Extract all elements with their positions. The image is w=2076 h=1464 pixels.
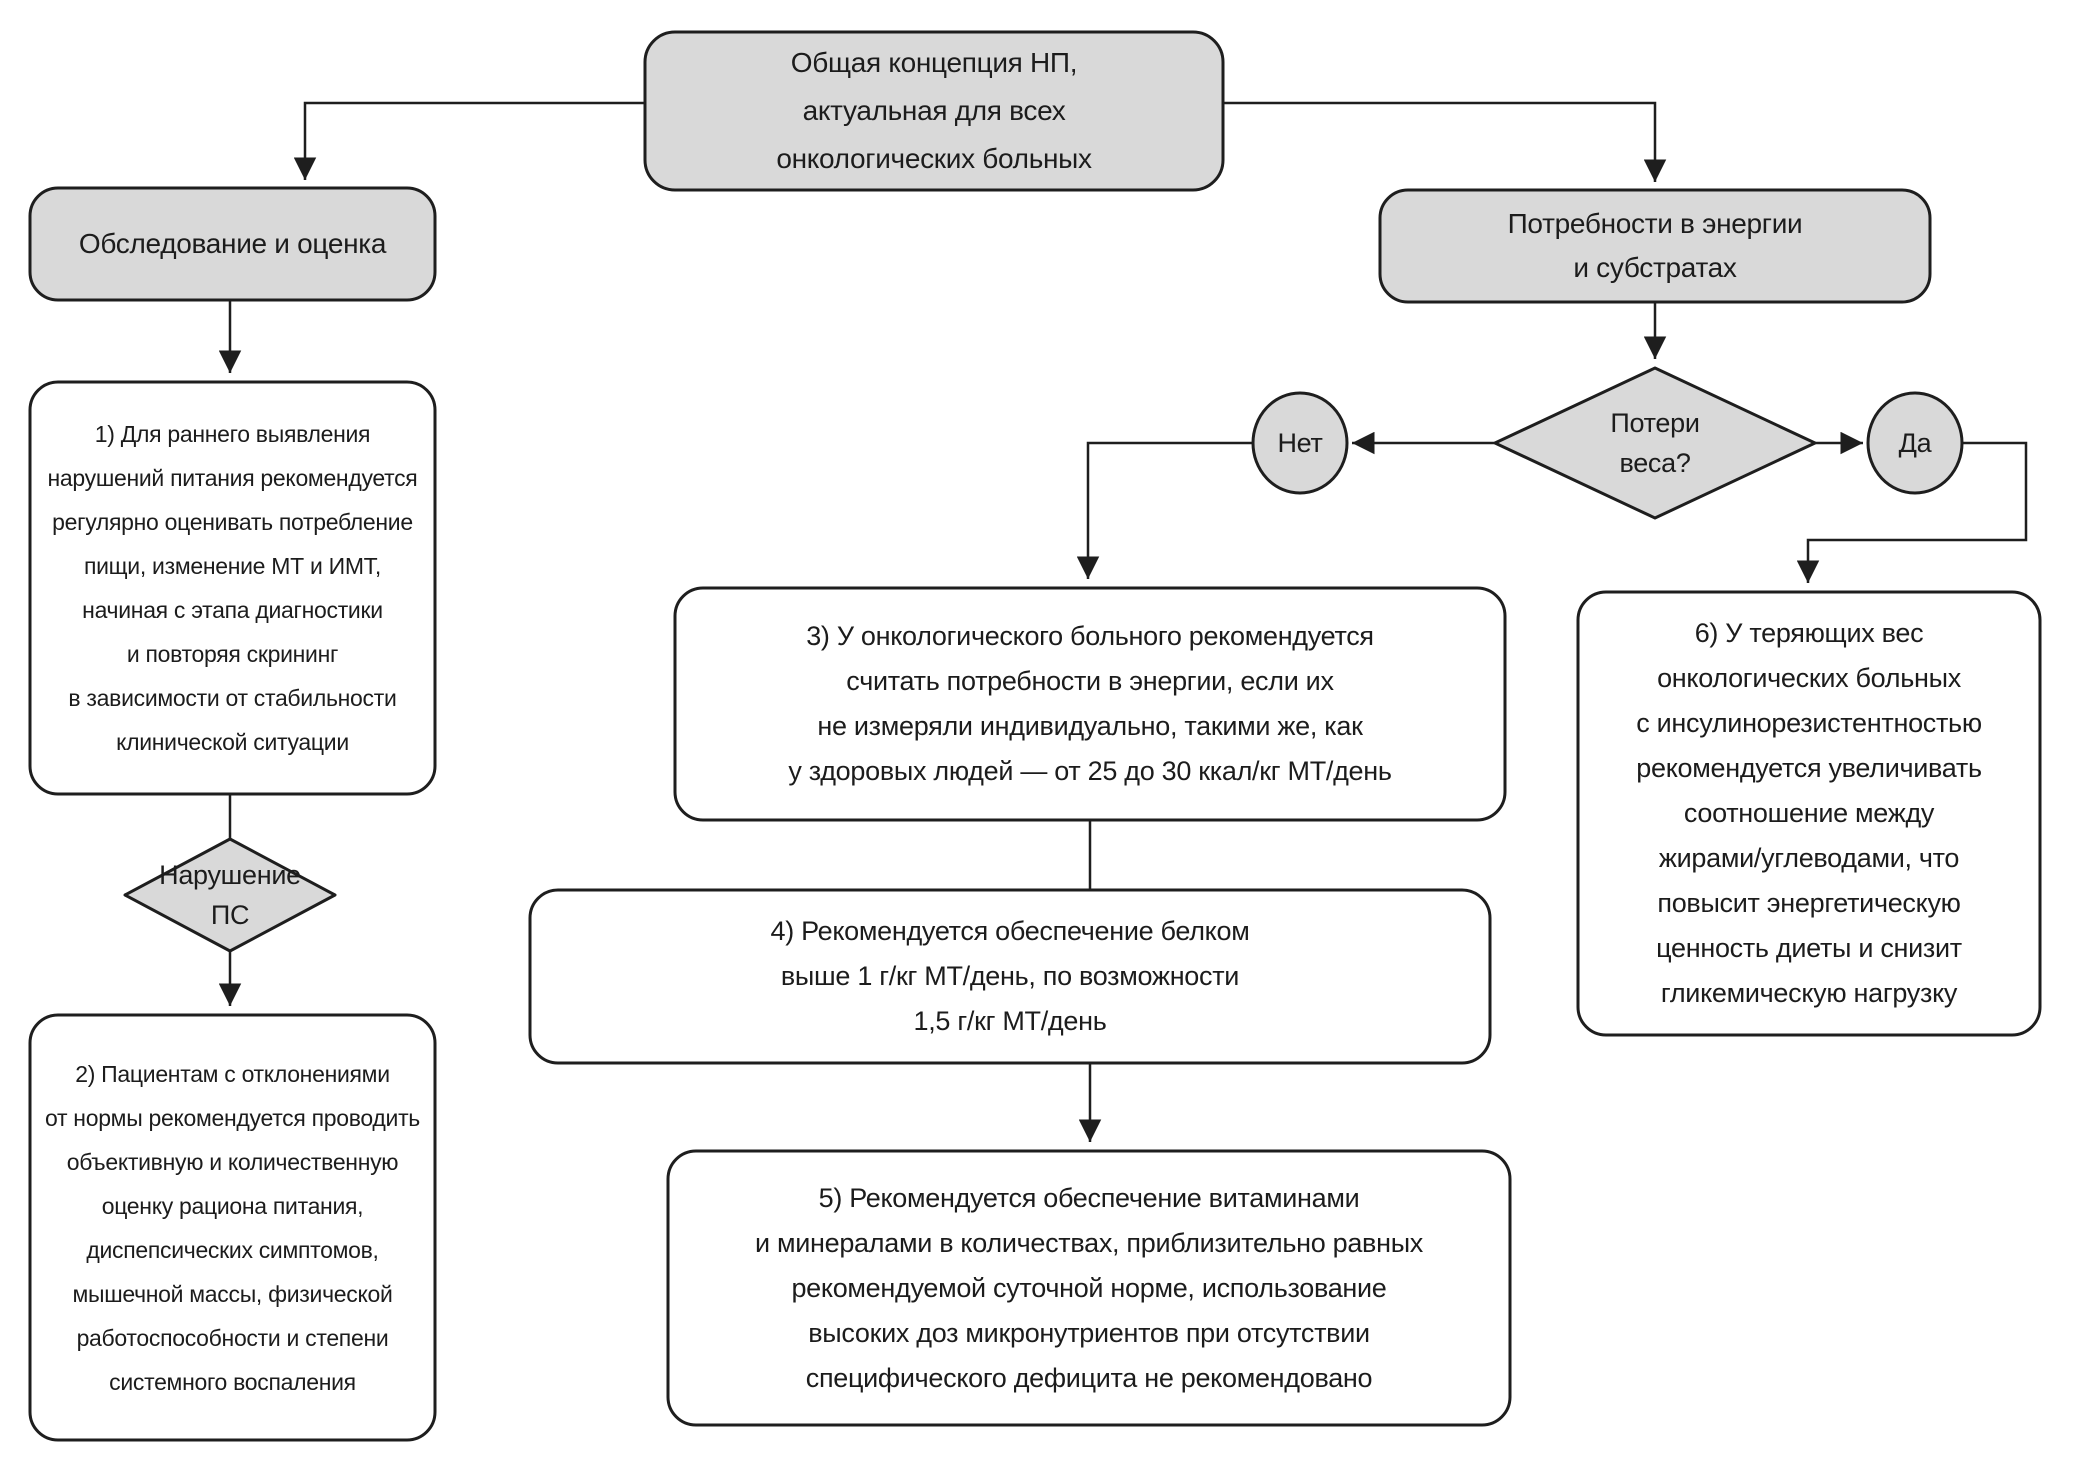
step6-box (1576, 590, 2042, 1037)
connector-concept-to-energy (1223, 101, 1667, 182)
ps-decision-diamond (123, 837, 337, 953)
connector-concept-to-assessment (293, 101, 645, 180)
step3-box (673, 586, 1507, 822)
connector-no-to-step3 (1076, 441, 1253, 579)
energy-box (1378, 188, 1932, 304)
weight-decision-diamond (1493, 366, 1817, 520)
yes-circle (1866, 391, 1964, 495)
step5-box (666, 1149, 1512, 1427)
step2-box (28, 1013, 437, 1442)
concept-box (643, 30, 1225, 192)
step4-box (528, 888, 1492, 1065)
connector-yes-to-step6 (1796, 441, 2028, 583)
step1-box (28, 380, 437, 796)
no-circle (1251, 391, 1349, 495)
assessment-box (28, 186, 437, 302)
